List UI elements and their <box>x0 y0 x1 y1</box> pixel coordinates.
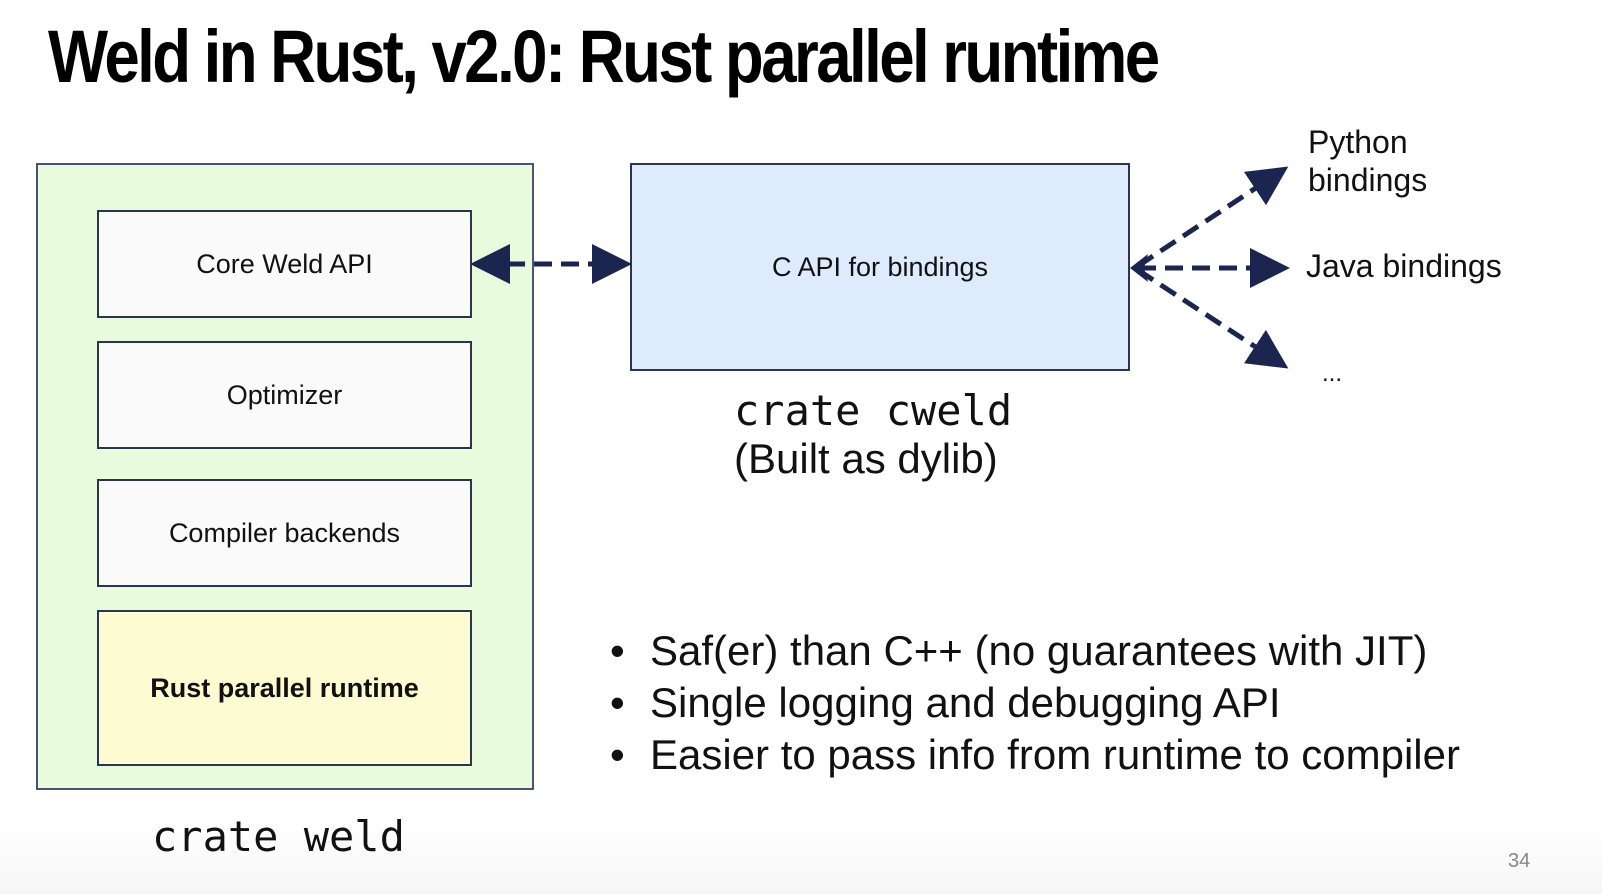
bullet-item: • Single logging and debugging API <box>610 677 1460 729</box>
rust-parallel-runtime-block: Rust parallel runtime <box>97 610 472 766</box>
python-bindings-arrow <box>1136 166 1289 269</box>
more-bindings-arrow <box>1136 267 1289 369</box>
bullet-item: • Easier to pass info from runtime to com… <box>610 729 1460 781</box>
optimizer-label: Optimizer <box>226 379 343 410</box>
bullet-text: Saf(er) than C++ (no guarantees with JIT… <box>650 627 1428 674</box>
crate-weld-label: crate weld <box>152 812 405 861</box>
slide-title: Weld in Rust, v2.0: Rust parallel runtim… <box>48 15 1160 98</box>
compiler-backends-label: Compiler backends <box>168 517 401 548</box>
python-bindings-line-1: Python <box>1308 124 1408 160</box>
core-weld-api-block: Core Weld API <box>97 210 472 318</box>
compiler-backends-block: Compiler backends <box>97 479 472 587</box>
python-bindings-line-2: bindings <box>1308 162 1428 198</box>
python-bindings-label: Python bindings <box>1308 123 1427 199</box>
core-weld-api-label: Core Weld API <box>196 248 373 279</box>
crate-cweld-label: crate cweld <box>734 386 1013 435</box>
dylib-label: (Built as dylib) <box>734 435 998 482</box>
bullet-item: • Saf(er) than C++ (no guarantees with JI… <box>610 625 1460 677</box>
fan-out-arrowhead <box>1130 254 1148 282</box>
c-api-block: C API for bindings <box>630 163 1130 371</box>
bullet-icon: • <box>610 731 625 778</box>
bullet-list: • Saf(er) than C++ (no guarantees with JI… <box>610 625 1460 781</box>
page-number: 34 <box>1508 850 1531 872</box>
java-bindings-label: Java bindings <box>1306 248 1502 284</box>
bullet-icon: • <box>610 627 625 674</box>
bullet-icon: • <box>610 679 625 726</box>
optimizer-block: Optimizer <box>97 341 472 449</box>
rust-parallel-runtime-label: Rust parallel runtime <box>150 672 419 703</box>
bullet-text: Easier to pass info from runtime to comp… <box>650 731 1460 778</box>
more-bindings-ellipsis: ... <box>1322 360 1343 387</box>
bullet-text: Single logging and debugging API <box>650 679 1281 726</box>
c-api-label: C API for bindings <box>771 251 989 282</box>
